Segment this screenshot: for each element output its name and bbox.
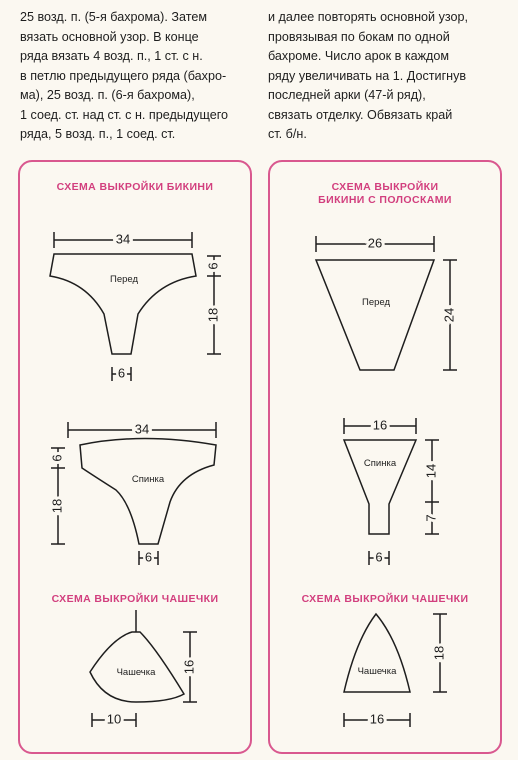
- text-line: 1 соед. ст. над ст. с н. предыдущего: [20, 107, 229, 122]
- cup-half-width-label: 10: [107, 711, 121, 726]
- cup-width-label: 16: [370, 711, 384, 726]
- front-width-label: 34: [116, 231, 130, 246]
- front-label: Перед: [362, 297, 390, 308]
- back-pattern-shape: [342, 439, 418, 535]
- text-line: ма), 25 возд. п. (6-я бахрома),: [20, 88, 195, 102]
- cup-title: СХЕМА ВЫКРОЙКИ ЧАШЕЧКИ: [301, 593, 469, 605]
- cup-pattern-shape: [89, 631, 186, 703]
- front-height-label: 24: [441, 308, 456, 322]
- front-label: Перед: [110, 274, 138, 285]
- front-body-height-label: 18: [205, 308, 220, 322]
- panel-title: СХЕМА ВЫКРОЙКИ БИКИНИ: [56, 181, 214, 193]
- front-bottom-label: 6: [118, 365, 125, 380]
- cup-label: Чашечка: [358, 666, 398, 677]
- front-top-height-label: 6: [205, 262, 220, 269]
- back-label: Спинка: [132, 474, 165, 485]
- front-pattern-shape: [49, 253, 197, 355]
- text-line: провязывая по бокам по одной: [268, 29, 450, 44]
- text-line: ст. б/н.: [268, 127, 307, 141]
- cup-label: Чашечка: [117, 667, 157, 678]
- back-label: Спинка: [364, 458, 397, 469]
- bikini-pattern-panel: СХЕМА ВЫКРОЙКИ БИКИНИ СХЕМА ВЫКРОЙКИ ЧАШ…: [18, 160, 252, 754]
- text-line: и далее повторять основной узор,: [268, 10, 468, 24]
- cup-title: СХЕМА ВЫКРОЙКИ ЧАШЕЧКИ: [51, 593, 219, 605]
- text-line: последней арки (47-й ряд),: [268, 88, 426, 102]
- back-bottom-label: 6: [145, 549, 152, 564]
- text-line: связать отделку. Обвязать край: [268, 107, 453, 122]
- back-bottom-label: 6: [375, 549, 382, 564]
- back-width-label: 16: [373, 417, 387, 432]
- striped-bikini-pattern-drawing: 26 Перед 24 16 Спинка 14 7 6 Чашечка 18 …: [314, 232, 459, 729]
- text-line: 25 возд. п. (5-я бахрома). Затем: [20, 10, 207, 24]
- back-width-label: 34: [135, 421, 149, 436]
- panel-title-line: БИКИНИ С ПОЛОСКАМИ: [318, 194, 452, 206]
- panel-title: СХЕМА ВЫКРОЙКИ БИКИНИ С ПОЛОСКАМИ: [270, 181, 500, 207]
- cup-height-label: 18: [431, 646, 446, 660]
- text-line: ряду увеличивать на 1. Достигнув: [268, 68, 467, 83]
- text-column-left: 25 возд. п. (5-я бахрома). Затем вязать …: [20, 8, 260, 145]
- front-width-label: 26: [368, 235, 382, 250]
- text-line: в петлю предыдущего ряда (бахро-: [20, 68, 227, 83]
- panel-title-line: СХЕМА ВЫКРОЙКИ: [331, 181, 439, 193]
- back-pattern-shape: [79, 437, 217, 545]
- front-pattern-shape: [314, 259, 436, 371]
- text-line: ряда, 5 возд. п., 1 соед. ст.: [20, 127, 176, 141]
- text-line: бахроме. Число арок в каждом: [268, 49, 450, 63]
- striped-bikini-pattern-panel: СХЕМА ВЫКРОЙКИ БИКИНИ С ПОЛОСКАМИ СХЕМА …: [268, 160, 502, 754]
- text-line: ряда вязать 4 возд. п., 1 ст. с н.: [20, 49, 203, 63]
- bikini-pattern-drawing: 34 Перед 6 18 6 34 Спинка 6 18 6 Чашечка…: [46, 228, 223, 729]
- cup-pattern-shape: [343, 612, 411, 693]
- text-line: вязать основной узор. В конце: [20, 29, 199, 44]
- text-column-right: и далее повторять основной узор, провязы…: [268, 8, 508, 145]
- back-top-height-label: 14: [423, 464, 438, 478]
- back-body-height-label: 18: [49, 499, 64, 513]
- back-top-height-label: 6: [49, 454, 64, 461]
- back-bottom-height-label: 7: [423, 514, 438, 521]
- cup-height-label: 16: [181, 660, 196, 674]
